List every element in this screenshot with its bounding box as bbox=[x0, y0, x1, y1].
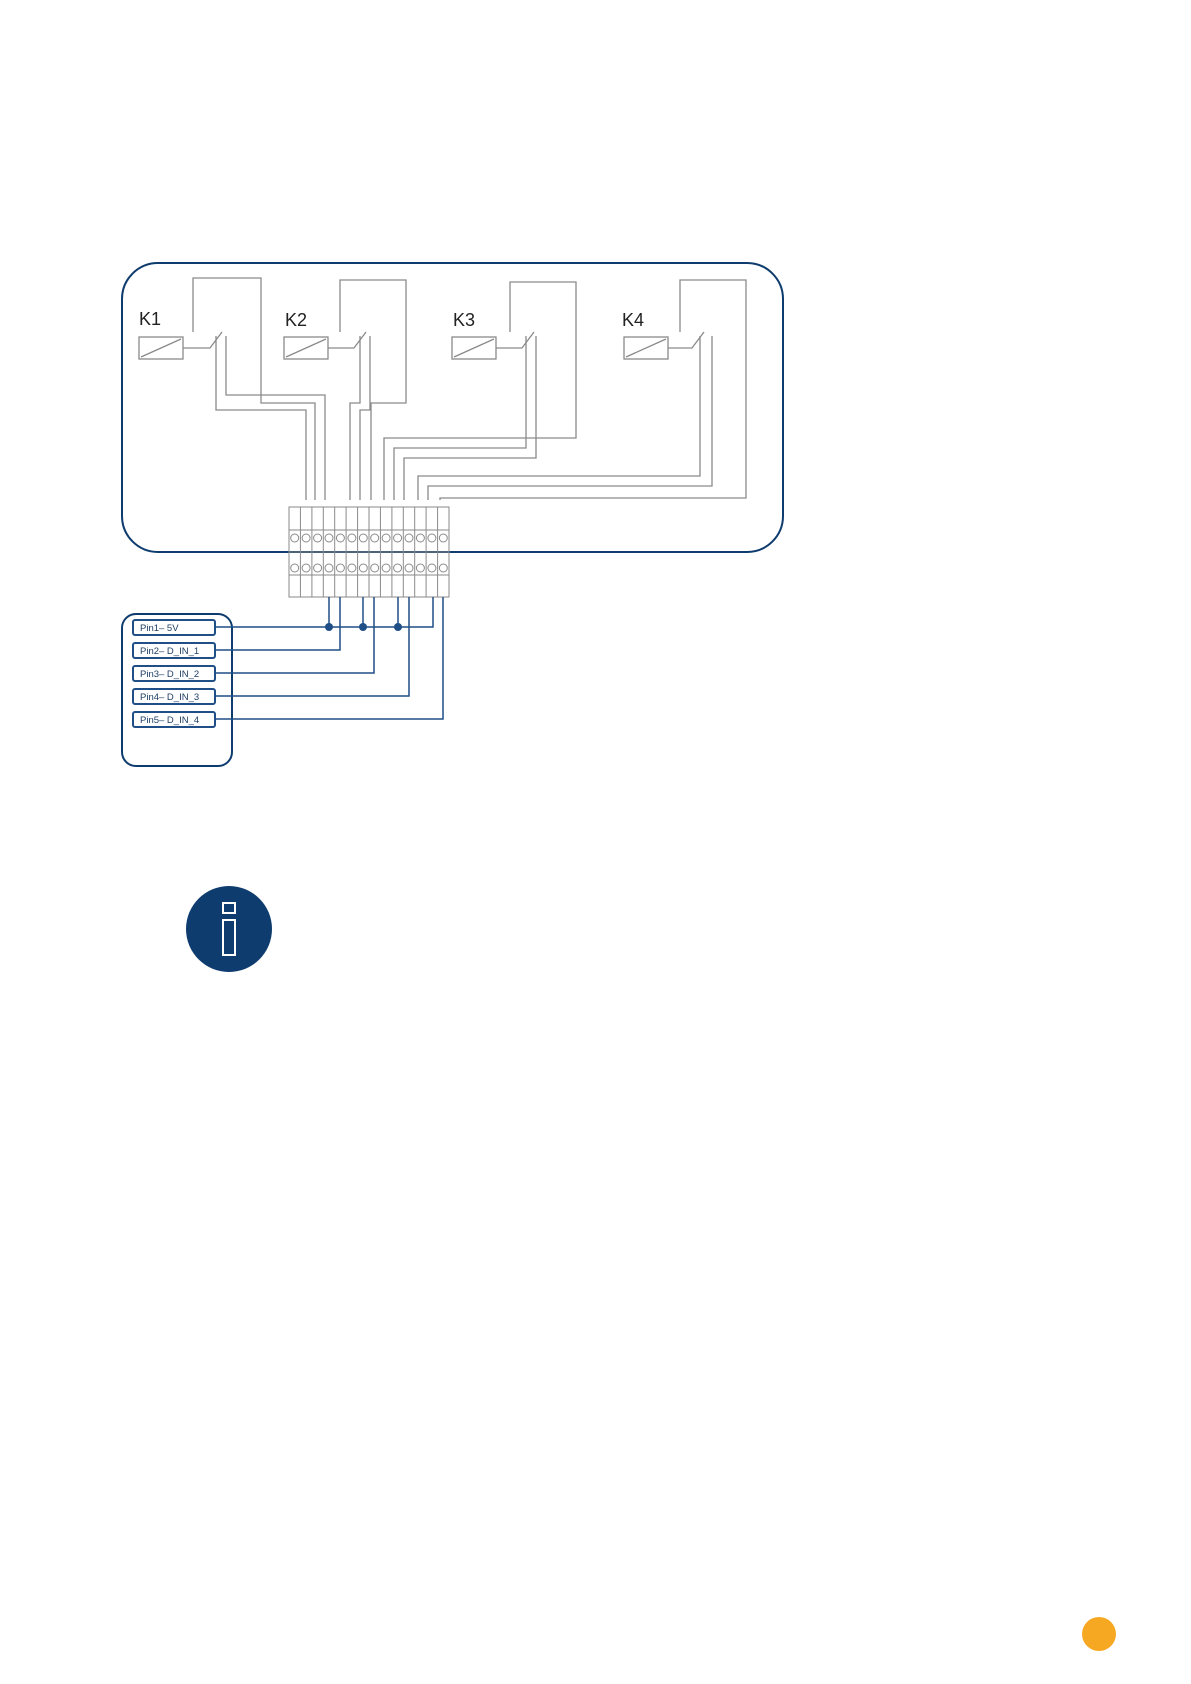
relay-label-k2: K2 bbox=[285, 310, 307, 330]
relay-k3 bbox=[384, 282, 576, 500]
pin-label-5: Pin5– D_IN_4 bbox=[140, 715, 199, 726]
pin-label-4: Pin4– D_IN_3 bbox=[140, 692, 199, 703]
relay-label-k4: K4 bbox=[622, 310, 644, 330]
info-icon-bar bbox=[222, 919, 236, 956]
pin-label-3: Pin3– D_IN_2 bbox=[140, 669, 199, 680]
pin-label-2: Pin2– D_IN_1 bbox=[140, 646, 199, 657]
relay-enclosure bbox=[122, 263, 783, 552]
page-marker-icon bbox=[1082, 1617, 1116, 1651]
terminal-block bbox=[289, 507, 449, 597]
info-icon-dot bbox=[222, 902, 236, 914]
info-icon bbox=[186, 886, 272, 972]
input-wiring bbox=[215, 597, 443, 719]
relay-label-k1: K1 bbox=[139, 309, 161, 329]
pin-label-1: Pin1– 5V bbox=[140, 623, 179, 634]
relay-label-k3: K3 bbox=[453, 310, 475, 330]
